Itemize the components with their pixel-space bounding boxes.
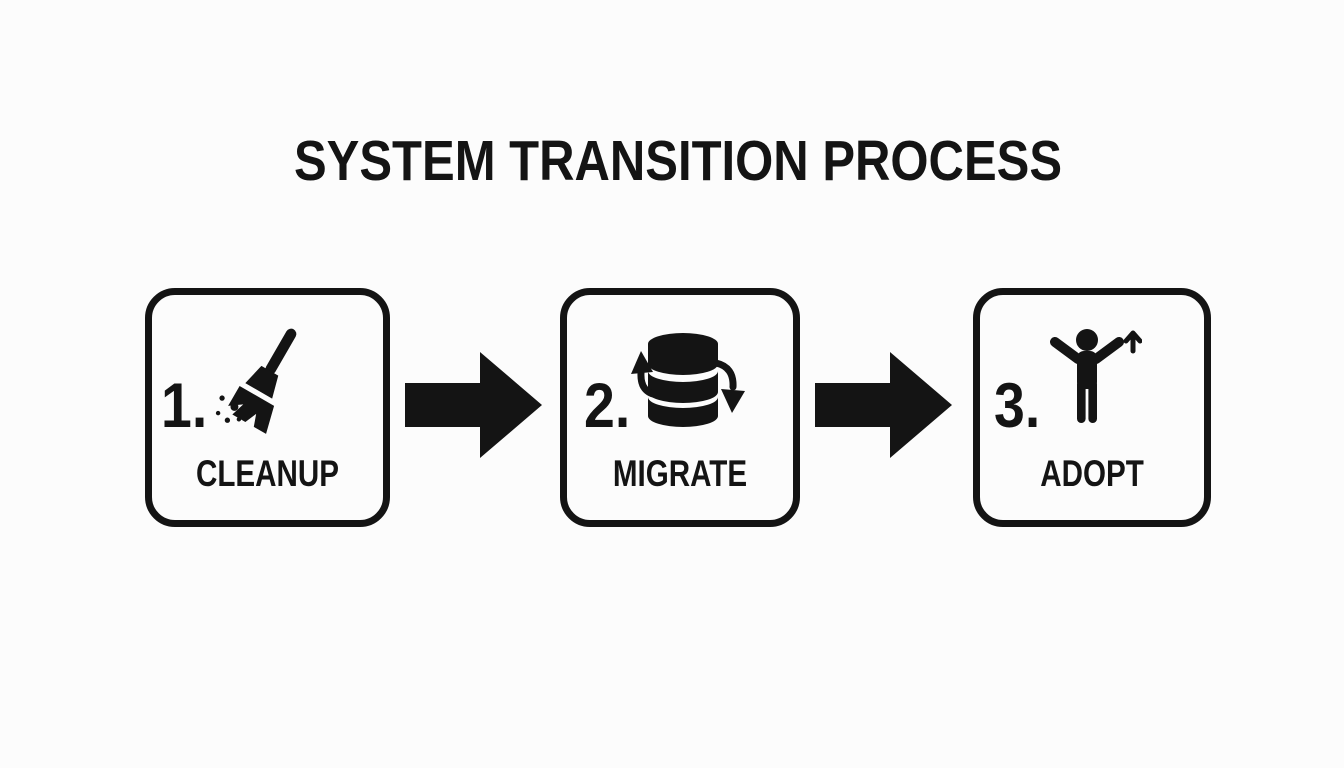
arrow-right-icon — [405, 352, 542, 458]
step-box-adopt: 3. ADOPT — [973, 288, 1211, 527]
database-sync-icon — [628, 331, 746, 431]
step-box-migrate: 2. MIGRATE — [560, 288, 800, 527]
page-title: SYSTEM TRANSITION PROCESS — [293, 129, 1063, 193]
step-number: 3. — [994, 371, 1041, 441]
step-label: MIGRATE — [612, 453, 748, 494]
arrow-right-icon — [815, 352, 952, 458]
broom-icon — [215, 322, 307, 437]
step-box-cleanup: 1. CLEANUP — [145, 288, 390, 527]
step-label: ADOPT — [1040, 453, 1144, 494]
step-number: 1. — [161, 371, 208, 441]
person-arms-raised-icon — [1048, 328, 1142, 425]
step-number: 2. — [584, 371, 631, 441]
step-label: CLEANUP — [195, 453, 340, 494]
